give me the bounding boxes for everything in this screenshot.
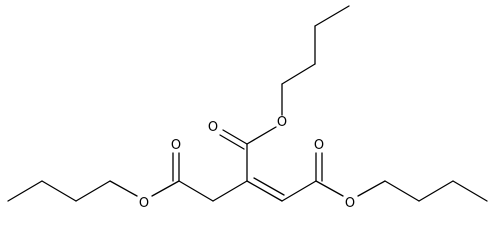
- oxygen-label-carbonyl-left: O: [171, 138, 181, 153]
- bond: [384, 180, 420, 202]
- bond: [222, 129, 248, 145]
- bond: [281, 63, 316, 85]
- bond: [357, 180, 386, 197]
- atom-labels: O O O O O O: [139, 115, 355, 211]
- bond: [151, 180, 180, 197]
- oxygen-label-ether-top: O: [277, 115, 287, 130]
- bond: [452, 180, 488, 202]
- bond: [212, 180, 248, 202]
- oxygen-label-ether-right: O: [345, 196, 355, 211]
- bond: [314, 5, 350, 27]
- bond: [281, 180, 317, 202]
- bond: [253, 177, 285, 196]
- bond: [109, 180, 138, 197]
- bond: [7, 180, 43, 202]
- oxygen-label-carbonyl-top: O: [208, 120, 218, 135]
- bond: [418, 180, 454, 202]
- oxygen-label-carbonyl-right: O: [314, 138, 324, 153]
- bond: [41, 180, 77, 202]
- bond: [246, 126, 277, 145]
- structural-formula: O O O O O O: [7, 5, 488, 211]
- bond: [178, 180, 214, 202]
- bond-lines: [7, 5, 488, 202]
- bond: [75, 180, 111, 202]
- oxygen-label-ether-left: O: [139, 196, 149, 211]
- bond: [219, 134, 245, 150]
- bond: [246, 180, 283, 202]
- bond: [315, 180, 344, 197]
